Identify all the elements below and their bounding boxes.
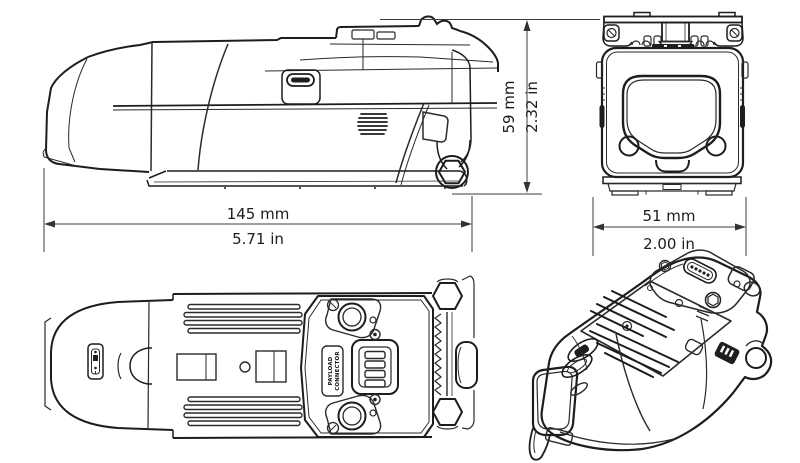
side-slot-left — [599, 105, 605, 128]
rear-view — [595, 11, 749, 196]
mount-plate — [300, 295, 434, 438]
side-slot-right — [740, 105, 745, 128]
dimension-height: 59 mm 2.32 in — [380, 19, 600, 195]
length-metric: 145 mm — [227, 205, 290, 223]
top-rail-mount — [299, 15, 499, 72]
vent-lines — [357, 113, 388, 135]
usb-c-port — [286, 73, 315, 87]
boss-top — [324, 298, 382, 339]
rail-cross-section — [602, 21, 744, 49]
corner-port-left — [618, 135, 640, 157]
payload-connector — [351, 328, 399, 406]
iso-base-plate — [580, 280, 732, 378]
usb-port-door — [281, 69, 321, 105]
d-sub-connector — [683, 258, 717, 284]
iso-clip — [684, 338, 704, 356]
payload-connector-label: PAYLOAD CONNECTOR — [321, 345, 344, 397]
dimension-width: 51 mm 2.00 in — [592, 197, 747, 256]
accessory-port — [87, 343, 104, 380]
iso-side-buttons — [561, 338, 599, 396]
hex-bolt — [704, 291, 722, 309]
corner-port-right — [705, 135, 727, 157]
iso-lens-hood — [528, 365, 579, 461]
lens-window — [621, 74, 722, 160]
height-metric: 59 mm — [500, 80, 518, 133]
bottom-view: PAYLOAD CONNECTOR — [44, 275, 478, 439]
clamp-knob — [455, 341, 478, 389]
isometric-view — [528, 249, 773, 461]
center-channel — [176, 350, 287, 383]
iso-ridges — [589, 290, 679, 378]
hex-thumbscrew — [435, 155, 469, 189]
rear-base-plate — [602, 176, 742, 196]
payload-label-line2: CONNECTOR — [335, 351, 341, 391]
iso-dark-port — [714, 341, 740, 365]
length-imperial: 5.71 in — [232, 230, 284, 248]
boss-bottom — [324, 394, 382, 435]
rail-bolt-left — [603, 24, 620, 42]
rail-bolt-right — [726, 24, 743, 42]
height-imperial: 2.32 in — [523, 81, 541, 133]
width-metric: 51 mm — [642, 207, 695, 225]
latch — [117, 347, 152, 385]
grip-ridges — [183, 303, 303, 427]
screw — [326, 298, 340, 312]
bottom-rail — [146, 170, 468, 189]
screw — [326, 421, 340, 435]
iso-rear-connector-cluster — [647, 249, 761, 322]
dimension-length: 145 mm 5.71 in — [43, 168, 473, 252]
payload-label-line1: PAYLOAD — [328, 356, 334, 385]
side-view — [42, 15, 499, 189]
width-imperial: 2.00 in — [643, 235, 695, 253]
iso-roller-knob — [745, 347, 767, 369]
rail-clamp — [432, 275, 478, 430]
